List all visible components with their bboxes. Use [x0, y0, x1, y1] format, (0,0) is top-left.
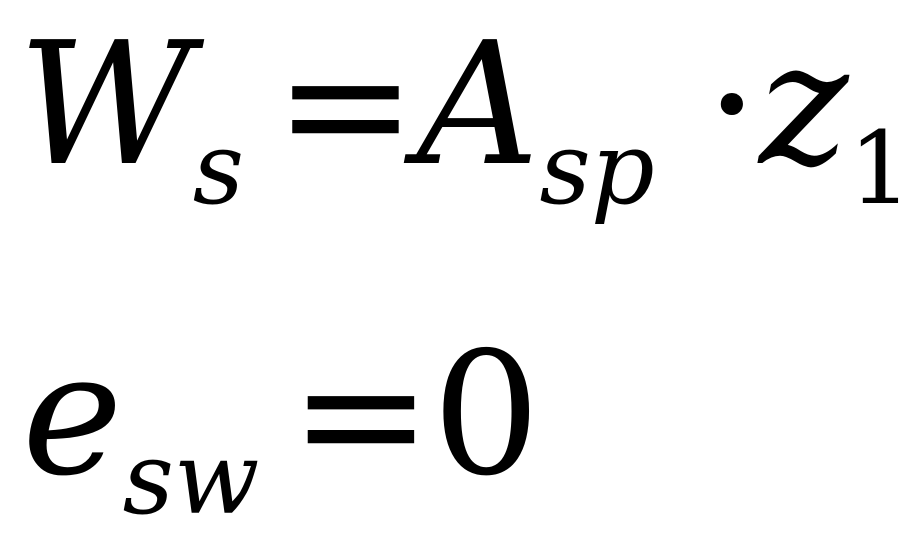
eq1-lhs-variable: W — [18, 6, 193, 204]
eq1-rhs-variable: A — [416, 6, 540, 204]
eq1-lhs-subscript: s — [192, 110, 245, 227]
eq1-equals-sign: = — [274, 6, 417, 204]
eq2-lhs-subscript: sw — [122, 420, 260, 537]
equation-2: esw =0 — [22, 330, 540, 529]
eq1-rhs-variable-2: z — [759, 6, 849, 204]
eq2-rhs-value: 0 — [432, 316, 541, 514]
eq1-rhs-subscript: sp — [539, 110, 655, 227]
eq1-dot-operator: · — [705, 6, 760, 204]
equation-1: Ws =Asp ·z1 — [18, 20, 912, 219]
eq2-lhs-variable: e — [22, 316, 123, 514]
eq1-rhs-subscript-2: 1 — [848, 110, 913, 227]
eq2-equals-sign: = — [289, 316, 433, 514]
